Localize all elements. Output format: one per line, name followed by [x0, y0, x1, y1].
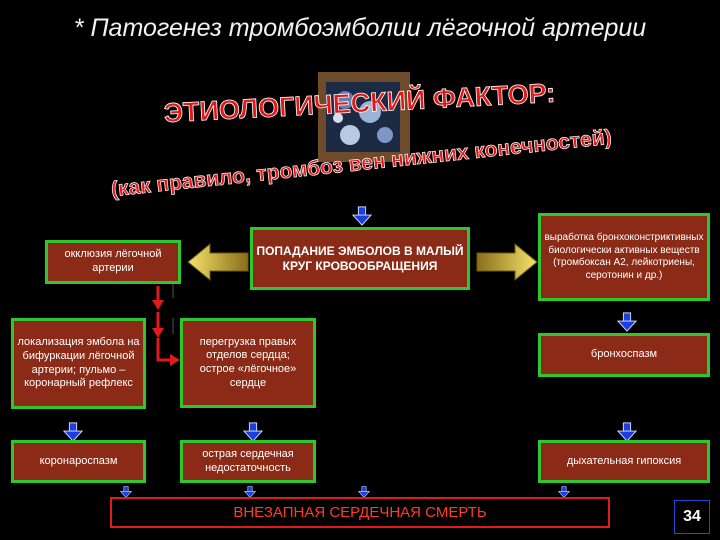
arrow-down-icon	[617, 312, 637, 332]
arrow-down-icon	[558, 486, 570, 498]
arrow-left-icon	[187, 242, 249, 282]
arrow-down-icon	[244, 486, 256, 498]
box-bronchospasm: бронхоспазм	[538, 333, 710, 377]
arrow-down-icon	[617, 422, 637, 442]
arrow-down-icon	[358, 486, 370, 498]
arrow-down-icon	[352, 206, 372, 226]
overload-text: перегрузка правых отделов сердца;	[199, 335, 297, 362]
box-occlusion: окклюзия лёгочной артерии	[45, 240, 181, 284]
box-localization: локализация эмбола на бифуркации лёгочно…	[11, 318, 146, 409]
red-connector-arrows	[156, 286, 172, 362]
arrow-right-icon	[476, 242, 538, 282]
slide-title: * Патогенез тромбоэмболии лёгочной артер…	[73, 14, 647, 42]
sudden-cardiac-death: ВНЕЗАПНАЯ СЕРДЕЧНАЯ СМЕРТЬ	[110, 497, 610, 528]
box-emboli: ПОПАДАНИЕ ЭМБОЛОВ В МАЛЫЙ КРУГ КРОВООБРА…	[250, 227, 470, 290]
arrow-down-icon	[243, 422, 263, 442]
arrow-down-icon	[120, 486, 132, 498]
arrow-down-icon	[63, 422, 83, 442]
box-bioactive: выработка бронхоконстриктивных биологиче…	[538, 213, 710, 301]
overload-text-2: острое «лёгочное» сердце	[199, 363, 297, 389]
thrombus-image	[318, 72, 410, 162]
box-coronary-spasm: коронароспазм	[11, 440, 146, 483]
page-number: 34	[674, 500, 710, 534]
box-overload: перегрузка правых отделов сердца; острое…	[180, 318, 316, 408]
box-heart-failure: острая сердечная недостаточность	[180, 440, 316, 483]
box-hypoxia: дыхательная гипоксия	[538, 440, 710, 483]
